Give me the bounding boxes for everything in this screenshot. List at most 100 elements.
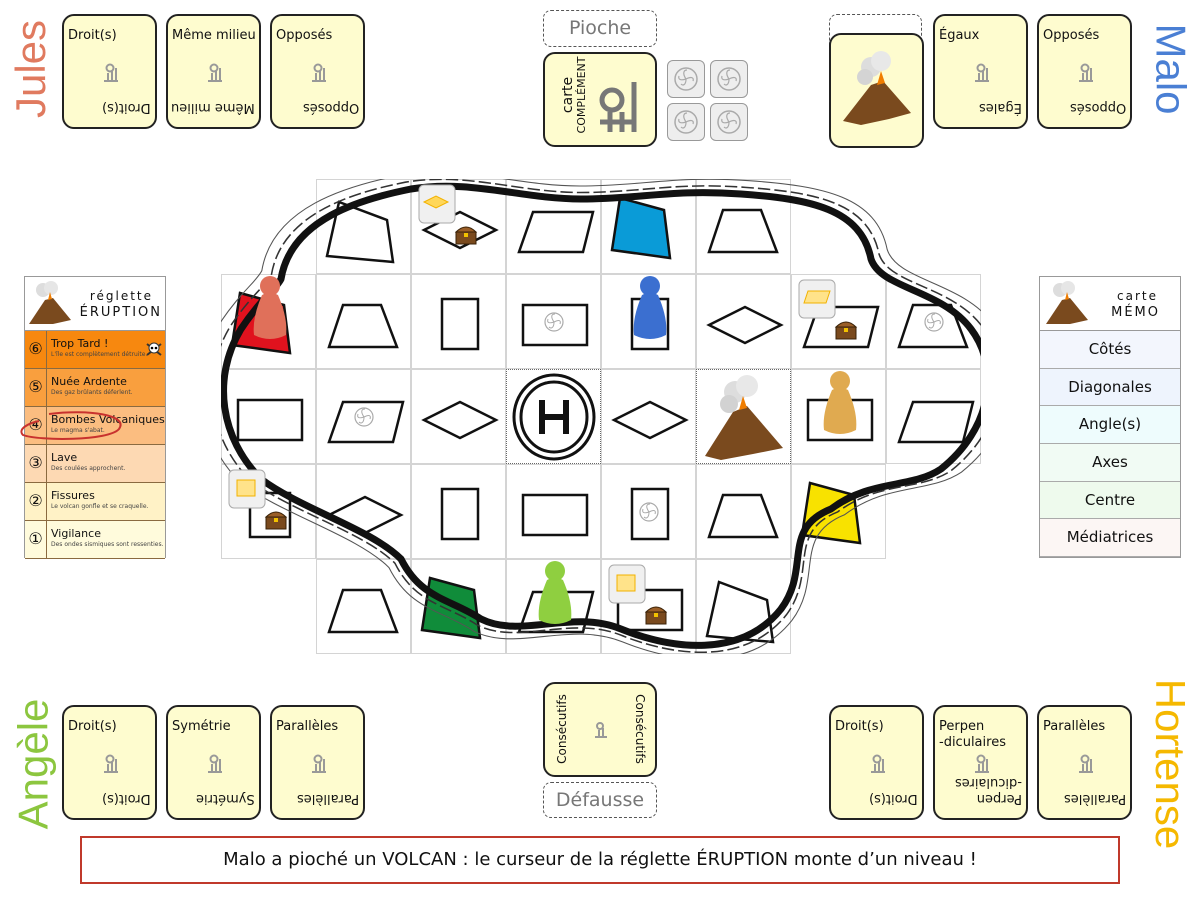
board-cell-trap[interactable] [696, 464, 791, 559]
board-cell-para[interactable] [506, 559, 601, 654]
reglette-header: réglette ÉRUPTION [25, 277, 165, 331]
cargo-card-icon[interactable] [798, 279, 836, 319]
board-cell-para[interactable] [886, 369, 981, 464]
shape-icon [800, 481, 862, 545]
volcano-icon [843, 51, 911, 125]
card-top-label: Perpen -diculaires [939, 719, 1006, 750]
board-cell-para[interactable] [316, 369, 411, 464]
board-cell-rsmall[interactable] [221, 464, 316, 559]
irem-logo-icon [1079, 754, 1093, 773]
memo-item: Angle(s) [1040, 406, 1180, 445]
board-cell-quadB[interactable] [411, 559, 506, 654]
fan-tile[interactable] [710, 103, 748, 141]
hand-card[interactable]: Parallèles Parallèles [1037, 705, 1132, 820]
shape-icon [707, 208, 779, 254]
board-cell-rtall[interactable] [601, 464, 696, 559]
card-top-label: Droit(s) [68, 28, 117, 43]
irem-logo-icon [104, 63, 118, 82]
hand-card[interactable]: Opposés Opposés [1037, 14, 1132, 129]
shape-icon [897, 400, 975, 444]
player-pawn[interactable] [535, 558, 575, 626]
defausse-card[interactable]: Consécutifs Consécutifs [543, 682, 657, 777]
card-line1: carte [560, 76, 576, 114]
card-bottom-label: Perpen -diculaires [955, 775, 1022, 806]
hand-card[interactable]: Perpen -diculaires Perpen -diculaires [933, 705, 1028, 820]
helipad-icon [512, 373, 596, 461]
irem-logo-icon [312, 63, 326, 82]
board-cell-para[interactable] [506, 179, 601, 274]
card-top-label: Parallèles [1043, 719, 1106, 734]
level-desc: Des gaz brûlants déferlent. [51, 389, 133, 396]
level-name: Vigilance [51, 527, 101, 540]
board-cell-rwide[interactable] [791, 369, 886, 464]
board-cell-quadA[interactable] [696, 559, 791, 654]
card-bottom-label: Droit(s) [102, 100, 151, 115]
board-cell-diamond[interactable] [316, 464, 411, 559]
board-cell-diamond[interactable] [411, 179, 506, 274]
card-top-label: Opposés [276, 28, 333, 43]
level-number: ⑥ [25, 331, 47, 368]
hand-card[interactable]: Opposés Opposés [270, 14, 365, 129]
board-cell-rwide[interactable] [506, 464, 601, 559]
player-pawn[interactable] [630, 273, 670, 341]
board-cell-volcano[interactable] [696, 369, 791, 464]
hand-card[interactable]: Égaux Égales [933, 14, 1028, 129]
board-cell-quadB[interactable] [791, 464, 886, 559]
fan-tile[interactable] [667, 60, 705, 98]
cargo-card-icon[interactable] [228, 469, 266, 509]
board-cell-diamond[interactable] [601, 369, 696, 464]
treasure-chest-icon [644, 606, 668, 625]
board-cell-trap[interactable] [696, 179, 791, 274]
treasure-chest-icon [834, 321, 858, 340]
cargo-card-icon[interactable] [608, 564, 646, 604]
irem-logo-icon [871, 754, 885, 773]
shape-icon [440, 487, 480, 541]
level-number: ④ [25, 407, 47, 444]
irem-logo-icon [208, 63, 222, 82]
board-cell-quadA[interactable] [316, 179, 411, 274]
board-cell-para[interactable] [791, 274, 886, 369]
board-cell-rwide[interactable] [506, 274, 601, 369]
level-number: ⑤ [25, 369, 47, 406]
board-cell-rtall[interactable] [411, 464, 506, 559]
board-cell-quadB[interactable] [221, 274, 316, 369]
board-cell-rtall[interactable] [601, 274, 696, 369]
hand-card[interactable]: Même milieu Même milieu [166, 14, 261, 129]
hand-card[interactable]: Parallèles Parallèles [270, 705, 365, 820]
board-cell-heli[interactable] [506, 369, 601, 464]
cargo-card-icon[interactable] [418, 184, 456, 224]
board-cell-quadB[interactable] [601, 179, 696, 274]
shape-icon [421, 400, 499, 440]
board-cell-trap[interactable] [886, 274, 981, 369]
shape-icon [707, 493, 779, 539]
board-cell-trap[interactable] [316, 559, 411, 654]
treasure-chest-icon [454, 226, 478, 245]
card-bottom-label: Symétrie [196, 791, 255, 806]
player-pawn[interactable] [250, 273, 290, 341]
board-cell-rwide[interactable] [601, 559, 696, 654]
memo-title1: carte [1117, 289, 1158, 303]
hand-card[interactable]: Droit(s) Droit(s) [62, 705, 157, 820]
player-pawn[interactable] [820, 368, 860, 436]
hand-card[interactable]: Droit(s) Droit(s) [829, 705, 924, 820]
board-cell-trap[interactable] [316, 274, 411, 369]
board-cell-diamond[interactable] [696, 274, 791, 369]
volcano-card[interactable] [829, 33, 924, 148]
fan-tile[interactable] [667, 103, 705, 141]
card-bottom-label: Opposés [1069, 100, 1126, 115]
fan-tile[interactable] [710, 60, 748, 98]
board-cell-rwide[interactable] [221, 369, 316, 464]
complement-card[interactable]: carte COMPLÉMENT [543, 52, 657, 147]
board-cell-rtall[interactable] [411, 274, 506, 369]
board-cell-diamond[interactable] [411, 369, 506, 464]
hand-card[interactable]: Symétrie Symétrie [166, 705, 261, 820]
hand-card[interactable]: Droit(s) Droit(s) [62, 14, 157, 129]
level-number: ② [25, 483, 47, 520]
player-name-malo: Malo [1147, 23, 1195, 115]
